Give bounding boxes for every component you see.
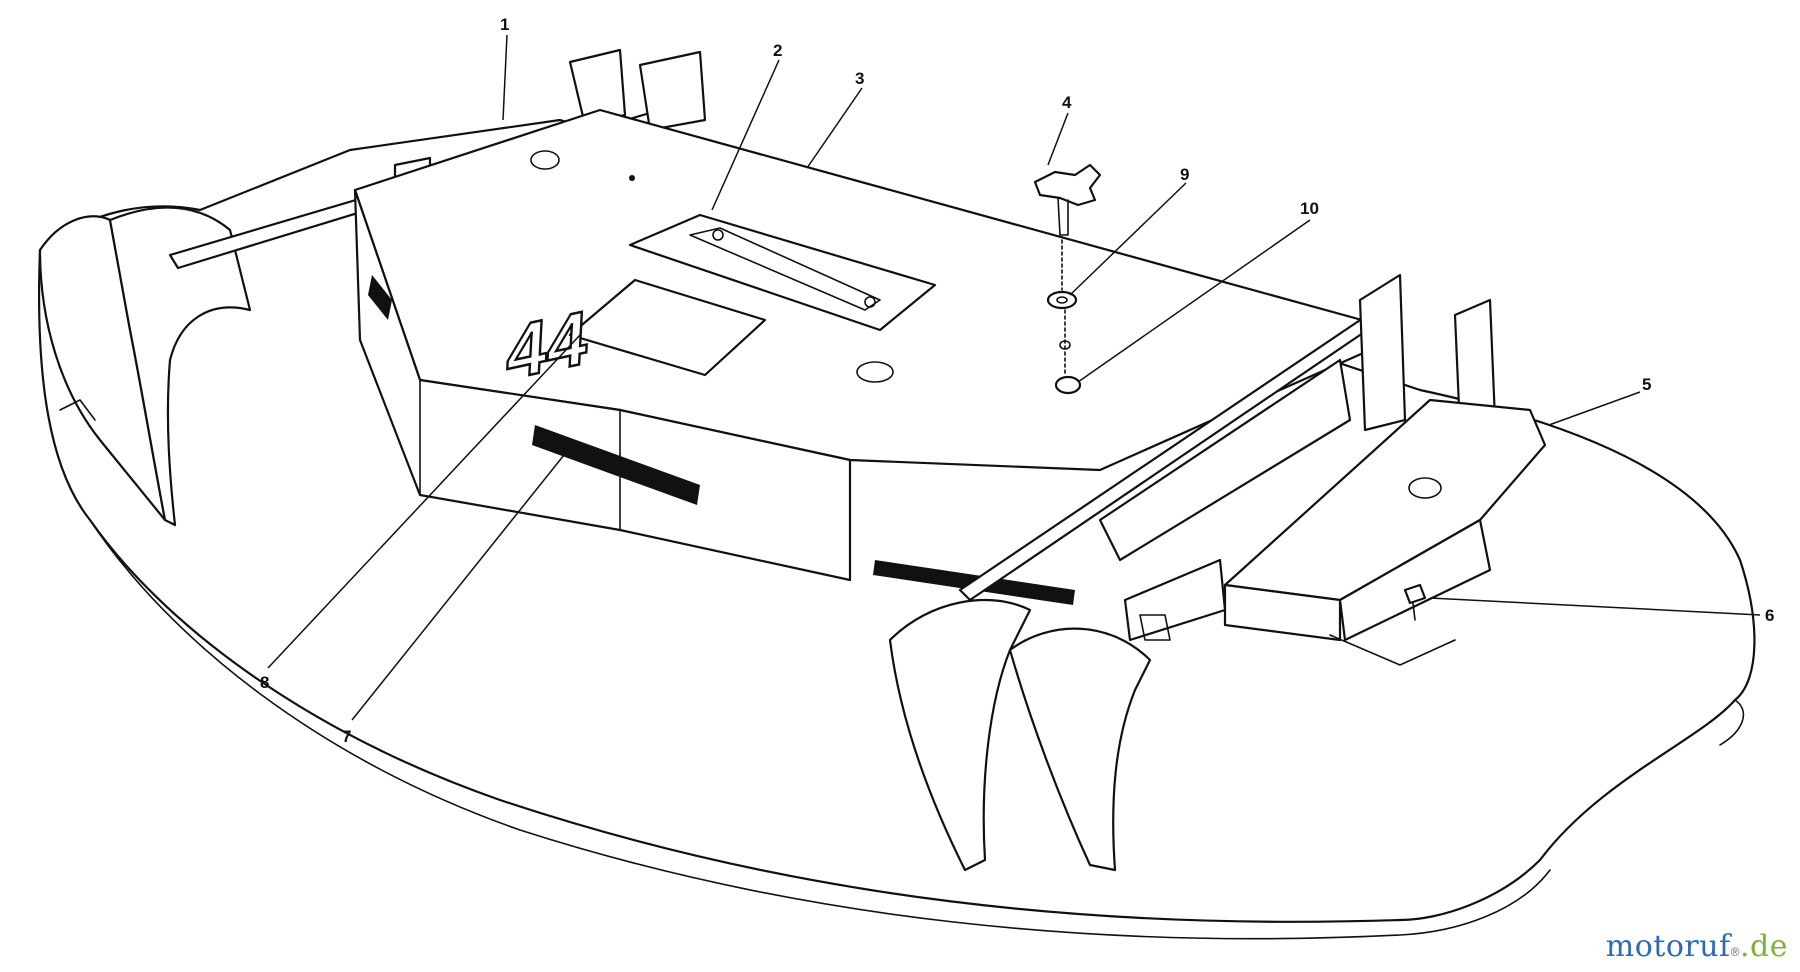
size-decal-44: 44 bbox=[504, 278, 767, 398]
callout-8: 8 bbox=[260, 673, 269, 692]
leader-lines bbox=[267, 34, 1761, 721]
watermark-part2: .de bbox=[1740, 929, 1788, 964]
callout-7: 7 bbox=[342, 727, 351, 746]
callout-labels: 1 2 3 4 5 6 7 8 9 10 bbox=[260, 15, 1774, 746]
callout-3: 3 bbox=[855, 69, 864, 88]
mounting-bracket bbox=[1123, 398, 1547, 666]
callout-9: 9 bbox=[1180, 165, 1189, 184]
decal-plate bbox=[628, 213, 937, 332]
callout-4: 4 bbox=[1062, 93, 1072, 112]
baffle-rail-right bbox=[958, 273, 1497, 602]
watermark-part1: motoruf bbox=[1605, 929, 1731, 964]
size-decal-label: 44 bbox=[505, 294, 590, 396]
callout-5: 5 bbox=[1642, 375, 1651, 394]
hardware bbox=[1033, 163, 1427, 621]
callout-6: 6 bbox=[1765, 606, 1774, 625]
left-deflector bbox=[38, 206, 252, 527]
right-deflector bbox=[888, 598, 1152, 872]
callout-1: 1 bbox=[500, 15, 509, 34]
callout-2: 2 bbox=[773, 41, 782, 60]
watermark-reg: ® bbox=[1730, 945, 1740, 959]
callout-10: 10 bbox=[1300, 199, 1319, 218]
watermark-logo: motoruf®.de bbox=[1606, 929, 1788, 964]
